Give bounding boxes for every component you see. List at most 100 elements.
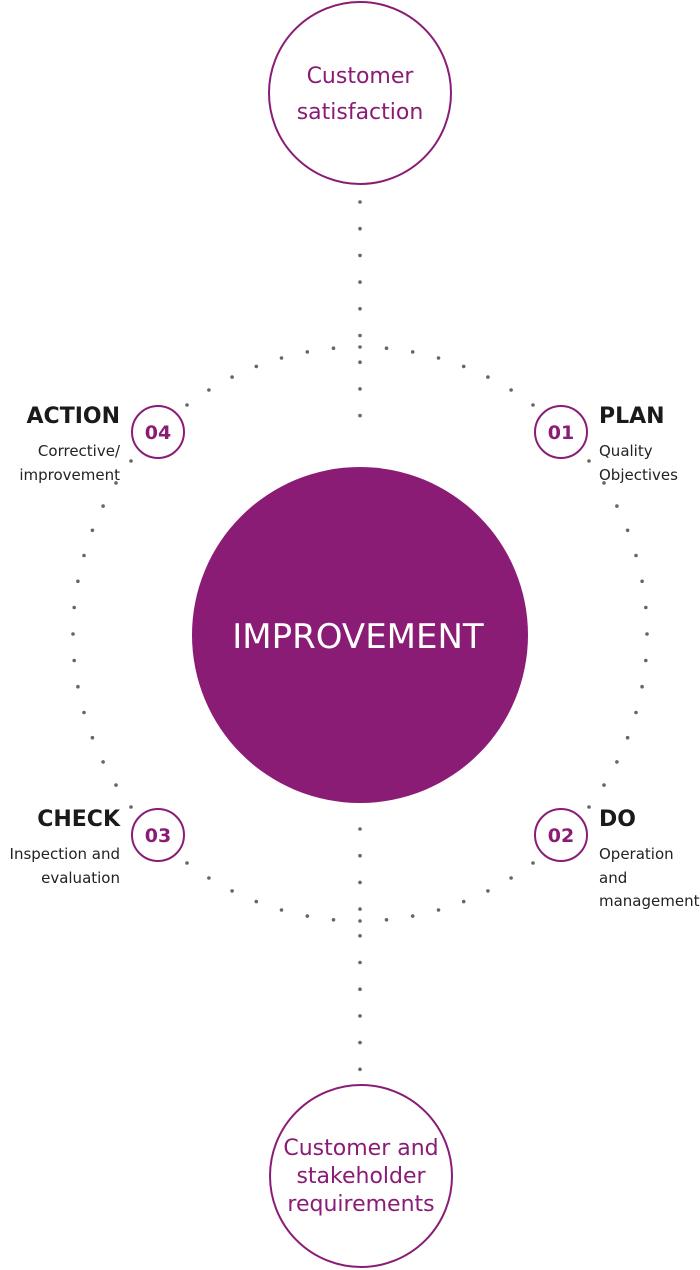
dot (509, 876, 513, 880)
step-action-title: ACTION (27, 404, 120, 429)
dot (358, 827, 362, 831)
dot (114, 783, 118, 787)
dot (410, 350, 415, 354)
bottom-dotted-connector (358, 827, 362, 1072)
dot (207, 388, 211, 392)
dot (101, 504, 105, 508)
dot (410, 914, 415, 918)
dot (461, 899, 466, 904)
customer-satisfaction-line-2: satisfaction (297, 100, 424, 125)
dot (305, 350, 310, 354)
step-plan: 01 PLAN Quality Objectives (534, 404, 678, 484)
dot (279, 356, 284, 360)
dot (72, 658, 76, 663)
dot (615, 760, 619, 764)
dot (358, 360, 362, 365)
dot (207, 876, 211, 880)
dot (90, 528, 95, 533)
dot (254, 364, 259, 369)
cycle-dotted-ring (71, 345, 649, 923)
dot (358, 307, 362, 311)
dot (358, 919, 362, 923)
step-plan-desc-line-2: Objectives (599, 466, 678, 484)
step-action: 04 ACTION Corrective/ improvement (19, 404, 185, 484)
dot (640, 684, 644, 689)
dot (72, 605, 76, 610)
step-check-title: CHECK (37, 807, 121, 832)
dot (531, 403, 535, 407)
dot (101, 760, 105, 764)
dot (82, 710, 86, 715)
customer-satisfaction-circle (268, 1, 452, 185)
dot (358, 1067, 362, 1072)
step-action-desc-line-2: improvement (19, 466, 120, 484)
dot (358, 934, 362, 938)
dot (358, 1014, 362, 1018)
customer-requirements-line-3: requirements (287, 1192, 434, 1217)
top-dotted-connector (358, 200, 362, 418)
dot (461, 364, 466, 369)
step-check-number-circle (131, 808, 185, 862)
step-do-number-circle (534, 808, 588, 862)
dot (634, 553, 638, 558)
dot (634, 710, 638, 715)
improvement-center-circle (192, 467, 528, 803)
dot (358, 333, 362, 338)
step-check: 03 CHECK Inspection and evaluation (10, 807, 185, 887)
dot (602, 783, 606, 787)
step-check-desc-line-2: evaluation (41, 869, 120, 887)
dot (90, 735, 95, 740)
dot (625, 528, 630, 533)
step-action-desc-line-1: Corrective/ (38, 442, 121, 460)
dot (114, 481, 118, 485)
dot (358, 413, 362, 418)
customer-requirements-line-1: Customer and (283, 1136, 438, 1161)
dot (254, 899, 259, 904)
dot (358, 226, 362, 231)
dot (436, 908, 441, 912)
dot (644, 605, 648, 610)
customer-satisfaction-line-1: Customer (307, 64, 415, 89)
dot (644, 658, 648, 663)
dot (587, 459, 591, 463)
dot (436, 356, 441, 360)
dot (76, 579, 80, 584)
dot (358, 253, 362, 258)
dot (82, 553, 86, 558)
step-check-number: 03 (145, 825, 171, 847)
step-do-desc-line-1: Operation (599, 845, 674, 863)
step-plan-title: PLAN (599, 404, 665, 429)
dot (615, 504, 619, 508)
dot (358, 1040, 362, 1045)
step-action-number-circle (131, 405, 185, 459)
dot (129, 459, 133, 463)
dot (358, 853, 362, 858)
dot (279, 908, 284, 912)
step-plan-desc-line-1: Quality (599, 442, 653, 460)
dot (358, 200, 362, 204)
step-do-title: DO (599, 807, 636, 832)
step-do-desc-line-2: and (599, 869, 627, 887)
step-do: 02 DO Operation and management (534, 807, 700, 910)
improvement-center-node: IMPROVEMENT (192, 467, 528, 803)
step-action-number: 04 (145, 422, 171, 444)
dot (486, 375, 490, 379)
dot (358, 387, 362, 391)
customer-requirements-circle (269, 1084, 453, 1268)
dot (230, 889, 234, 893)
dot (531, 861, 535, 865)
dot (602, 481, 606, 485)
dot (185, 861, 189, 865)
customer-satisfaction-node: Customer satisfaction (268, 1, 452, 185)
dot (486, 889, 490, 893)
dot (230, 375, 234, 379)
dot (358, 987, 362, 991)
dot (71, 632, 75, 636)
dot (645, 632, 649, 636)
dot (76, 684, 80, 689)
step-check-desc-line-1: Inspection and (10, 845, 120, 863)
dot (384, 918, 389, 922)
improvement-label: IMPROVEMENT (232, 617, 484, 657)
dot (331, 346, 336, 351)
